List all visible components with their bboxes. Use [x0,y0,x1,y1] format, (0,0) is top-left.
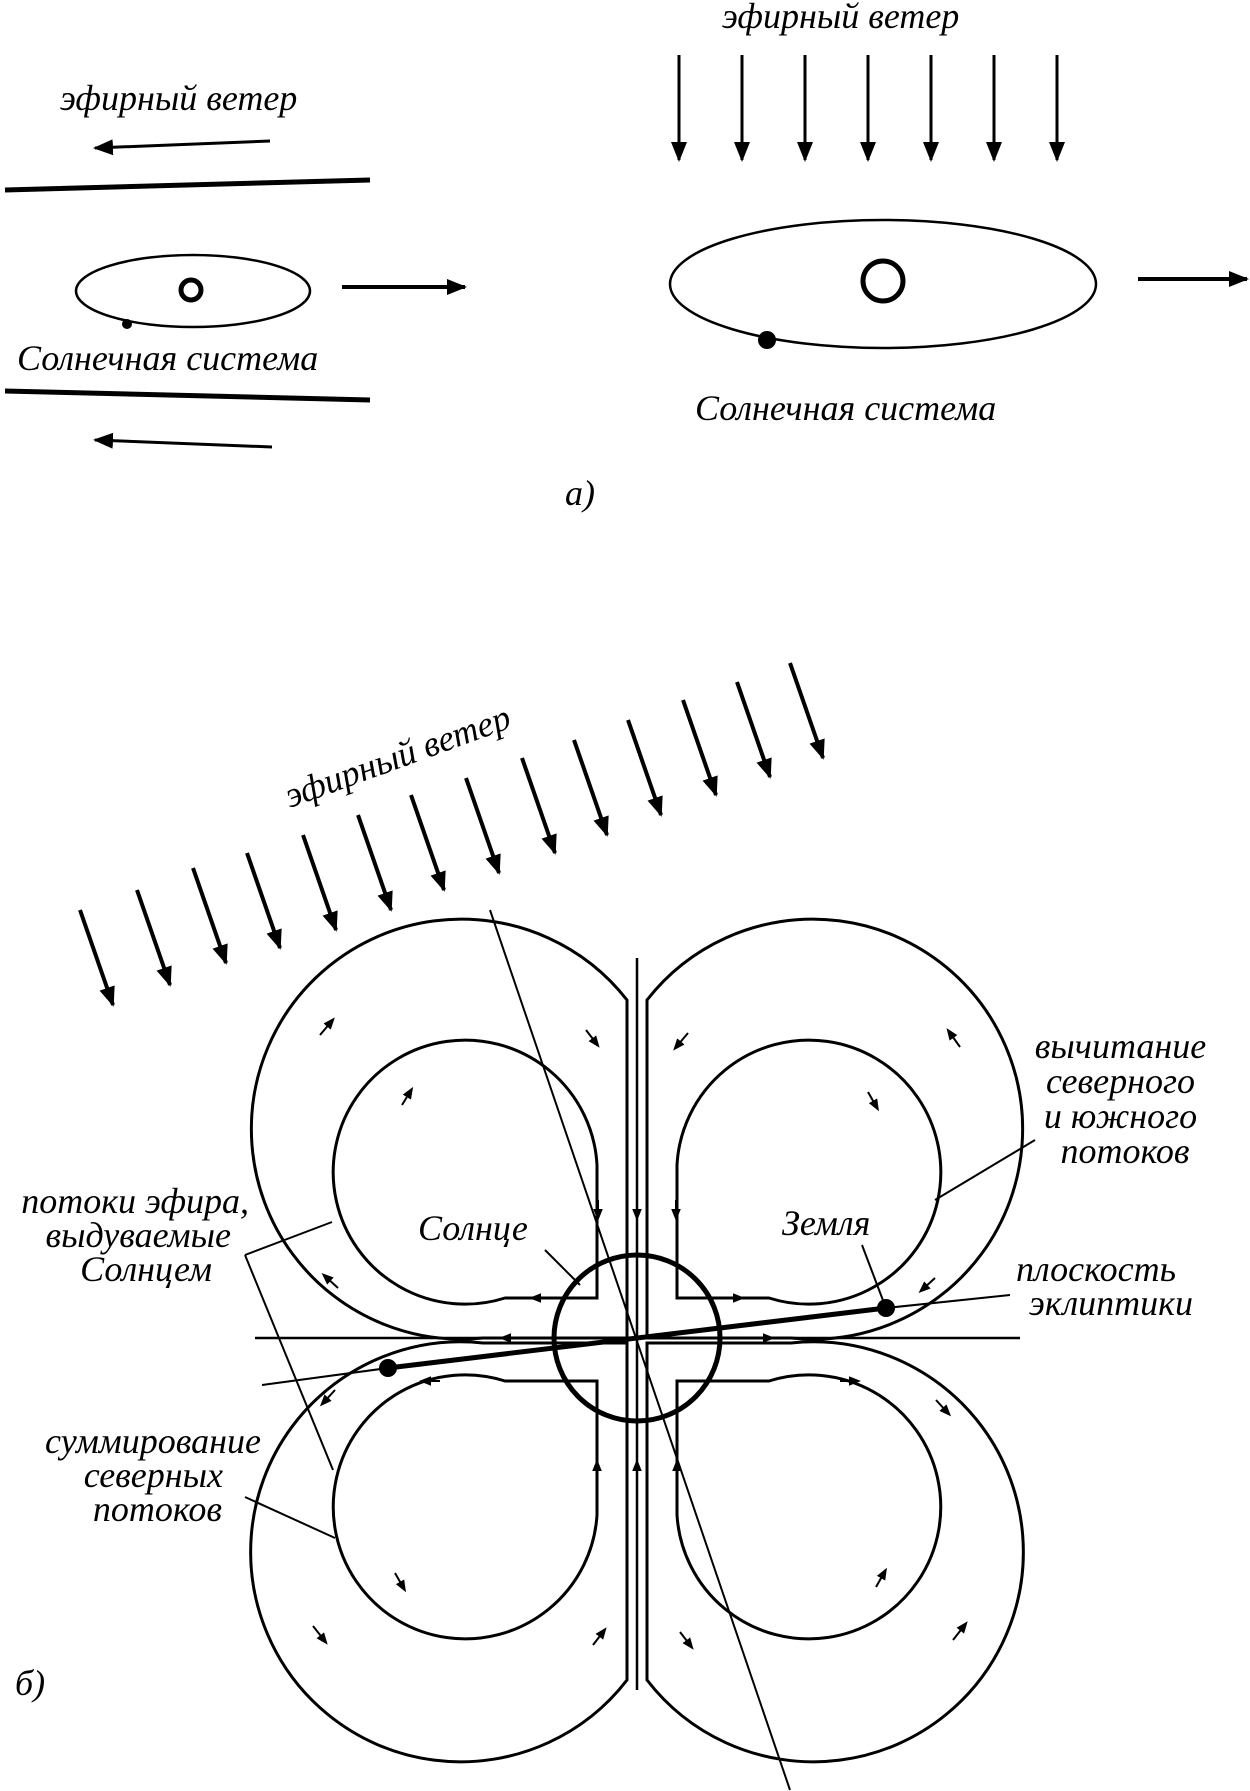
ecliptic-line-ext-right [885,1294,1011,1309]
flow-arrow [319,1389,336,1407]
wind-arrow-diagonal [409,794,446,892]
caption-b: б) [15,1663,45,1703]
flow-arrow [935,1399,952,1417]
wind-arrow-diagonal [626,719,663,817]
leader-subtraction [934,1139,1036,1201]
sun-circle-large [860,258,906,304]
flow-arrow [679,1631,694,1650]
solar-orbit-large [668,218,1098,350]
wind-label-b: эфирный ветер [279,697,516,816]
earth-dot-small [122,319,132,329]
subtraction-label-line: потоков [1060,1131,1189,1171]
wind-arrow-diagonal [572,739,609,837]
summation-label: суммирование северных потоков [45,1421,270,1529]
wind-label-a-left: эфирный ветер [60,78,297,118]
ecliptic-label-line: эклиптики [1029,1283,1193,1323]
flow-lobe-inner-lr [675,1373,943,1641]
part-a-left: эфирный ветер Солнечная система [4,78,467,449]
flow-arrow [946,1028,961,1048]
flow-arrow [312,1625,328,1645]
wind-arrow-diagonal [301,834,338,932]
earth-dot-left [379,1359,397,1377]
part-b: эфирный ветер [15,662,1215,1791]
earth-dot-large [758,331,776,349]
flow-arrow [673,1032,689,1051]
boundary-line-top [4,177,371,193]
subtraction-label: вычитание северного и южного потоков [1035,1026,1215,1171]
system-label-a-right: Солнечная система [695,388,996,428]
ether-flows-label-line: выдуваемые [45,1215,231,1255]
flow-arrow [321,1272,339,1289]
flow-arrow [952,1621,968,1641]
ecliptic-label: плоскость эклиптики [1016,1249,1193,1323]
ether-flows-label: потоки эфира, выдуваемые Солнцем [21,1181,258,1289]
flow-arrow [585,1029,600,1048]
flow-lobe-inner-ll [331,1373,599,1641]
wind-arrow-diagonal [78,909,115,1007]
sun-label: Солнце [418,1208,528,1248]
wind-arrow-diagonal [135,889,172,987]
part-a-right: эфирный ветер Солнечная система [668,0,1249,428]
sun-circle-small [178,277,204,303]
sun-circle [551,1252,723,1424]
tilted-axis [489,909,791,1791]
flow-lobe-inner-ul [331,1038,599,1306]
wind-arrow-diagonal [681,699,718,797]
flow-arrow [918,1277,936,1294]
system-label-a-left: Солнечная система [17,338,318,378]
boundary-line-bottom [4,388,371,403]
wind-arrow-diagonal [191,867,228,965]
flow-arrow [319,1017,335,1036]
solar-orbit-small [74,253,312,329]
flow-arrow [867,1091,879,1112]
wind-arrows-down [671,55,1065,162]
inner-flow-lobes [331,1038,943,1641]
ecliptic-label-line: плоскость [1016,1249,1176,1289]
wind-arrows-diagonal [78,662,825,1007]
flow-lobe-outer-lr [645,1340,1025,1764]
wind-label-a-right: эфирный ветер [722,0,959,36]
summation-label-line: потоков [93,1489,222,1529]
leader-summation [244,1496,336,1539]
outer-flow-lobes [249,917,1025,1764]
wind-arrow-diagonal [464,777,501,875]
leader-flows-1 [244,1221,333,1256]
wind-arrow-diagonal [735,681,772,779]
flow-arrow [875,1567,887,1588]
ecliptic-line-ext-left [261,1367,389,1386]
leader-flows-2 [244,1254,334,1471]
flow-arrow [592,1627,607,1646]
subtraction-label-line: вычитание [1035,1026,1206,1066]
subtraction-label-line: и южного [1044,1096,1197,1136]
subtraction-label-line: северного [1046,1061,1195,1101]
earth-label: Земля [782,1203,870,1243]
wind-arrow-top [93,139,271,156]
wind-arrow-diagonal [245,852,282,950]
flow-direction-markers [312,1017,968,1650]
flow-lobe-inner-ur [675,1038,943,1306]
ether-flows-label-line: потоки эфира, [21,1181,249,1221]
wind-arrow-diagonal [788,662,825,760]
summation-label-line: северных [84,1455,223,1495]
flow-lobe-outer-ur [645,917,1025,1341]
wind-arrow-bottom [93,432,273,449]
earth-dot-right [877,1299,895,1317]
flow-lobe-outer-ll [249,1340,629,1764]
ether-flows-label-line: Солнцем [80,1249,212,1289]
caption-a: а) [565,473,595,513]
flow-arrow [401,1086,414,1106]
leader-lines [244,1139,1036,1539]
flow-lobe-outer-ul [249,917,629,1341]
leader-sun [544,1249,581,1286]
wind-arrow-diagonal [356,814,393,912]
leader-earth [861,1244,885,1304]
flow-arrow [394,1572,406,1593]
wind-arrow-diagonal [520,757,557,855]
ecliptic-line [387,1305,887,1371]
